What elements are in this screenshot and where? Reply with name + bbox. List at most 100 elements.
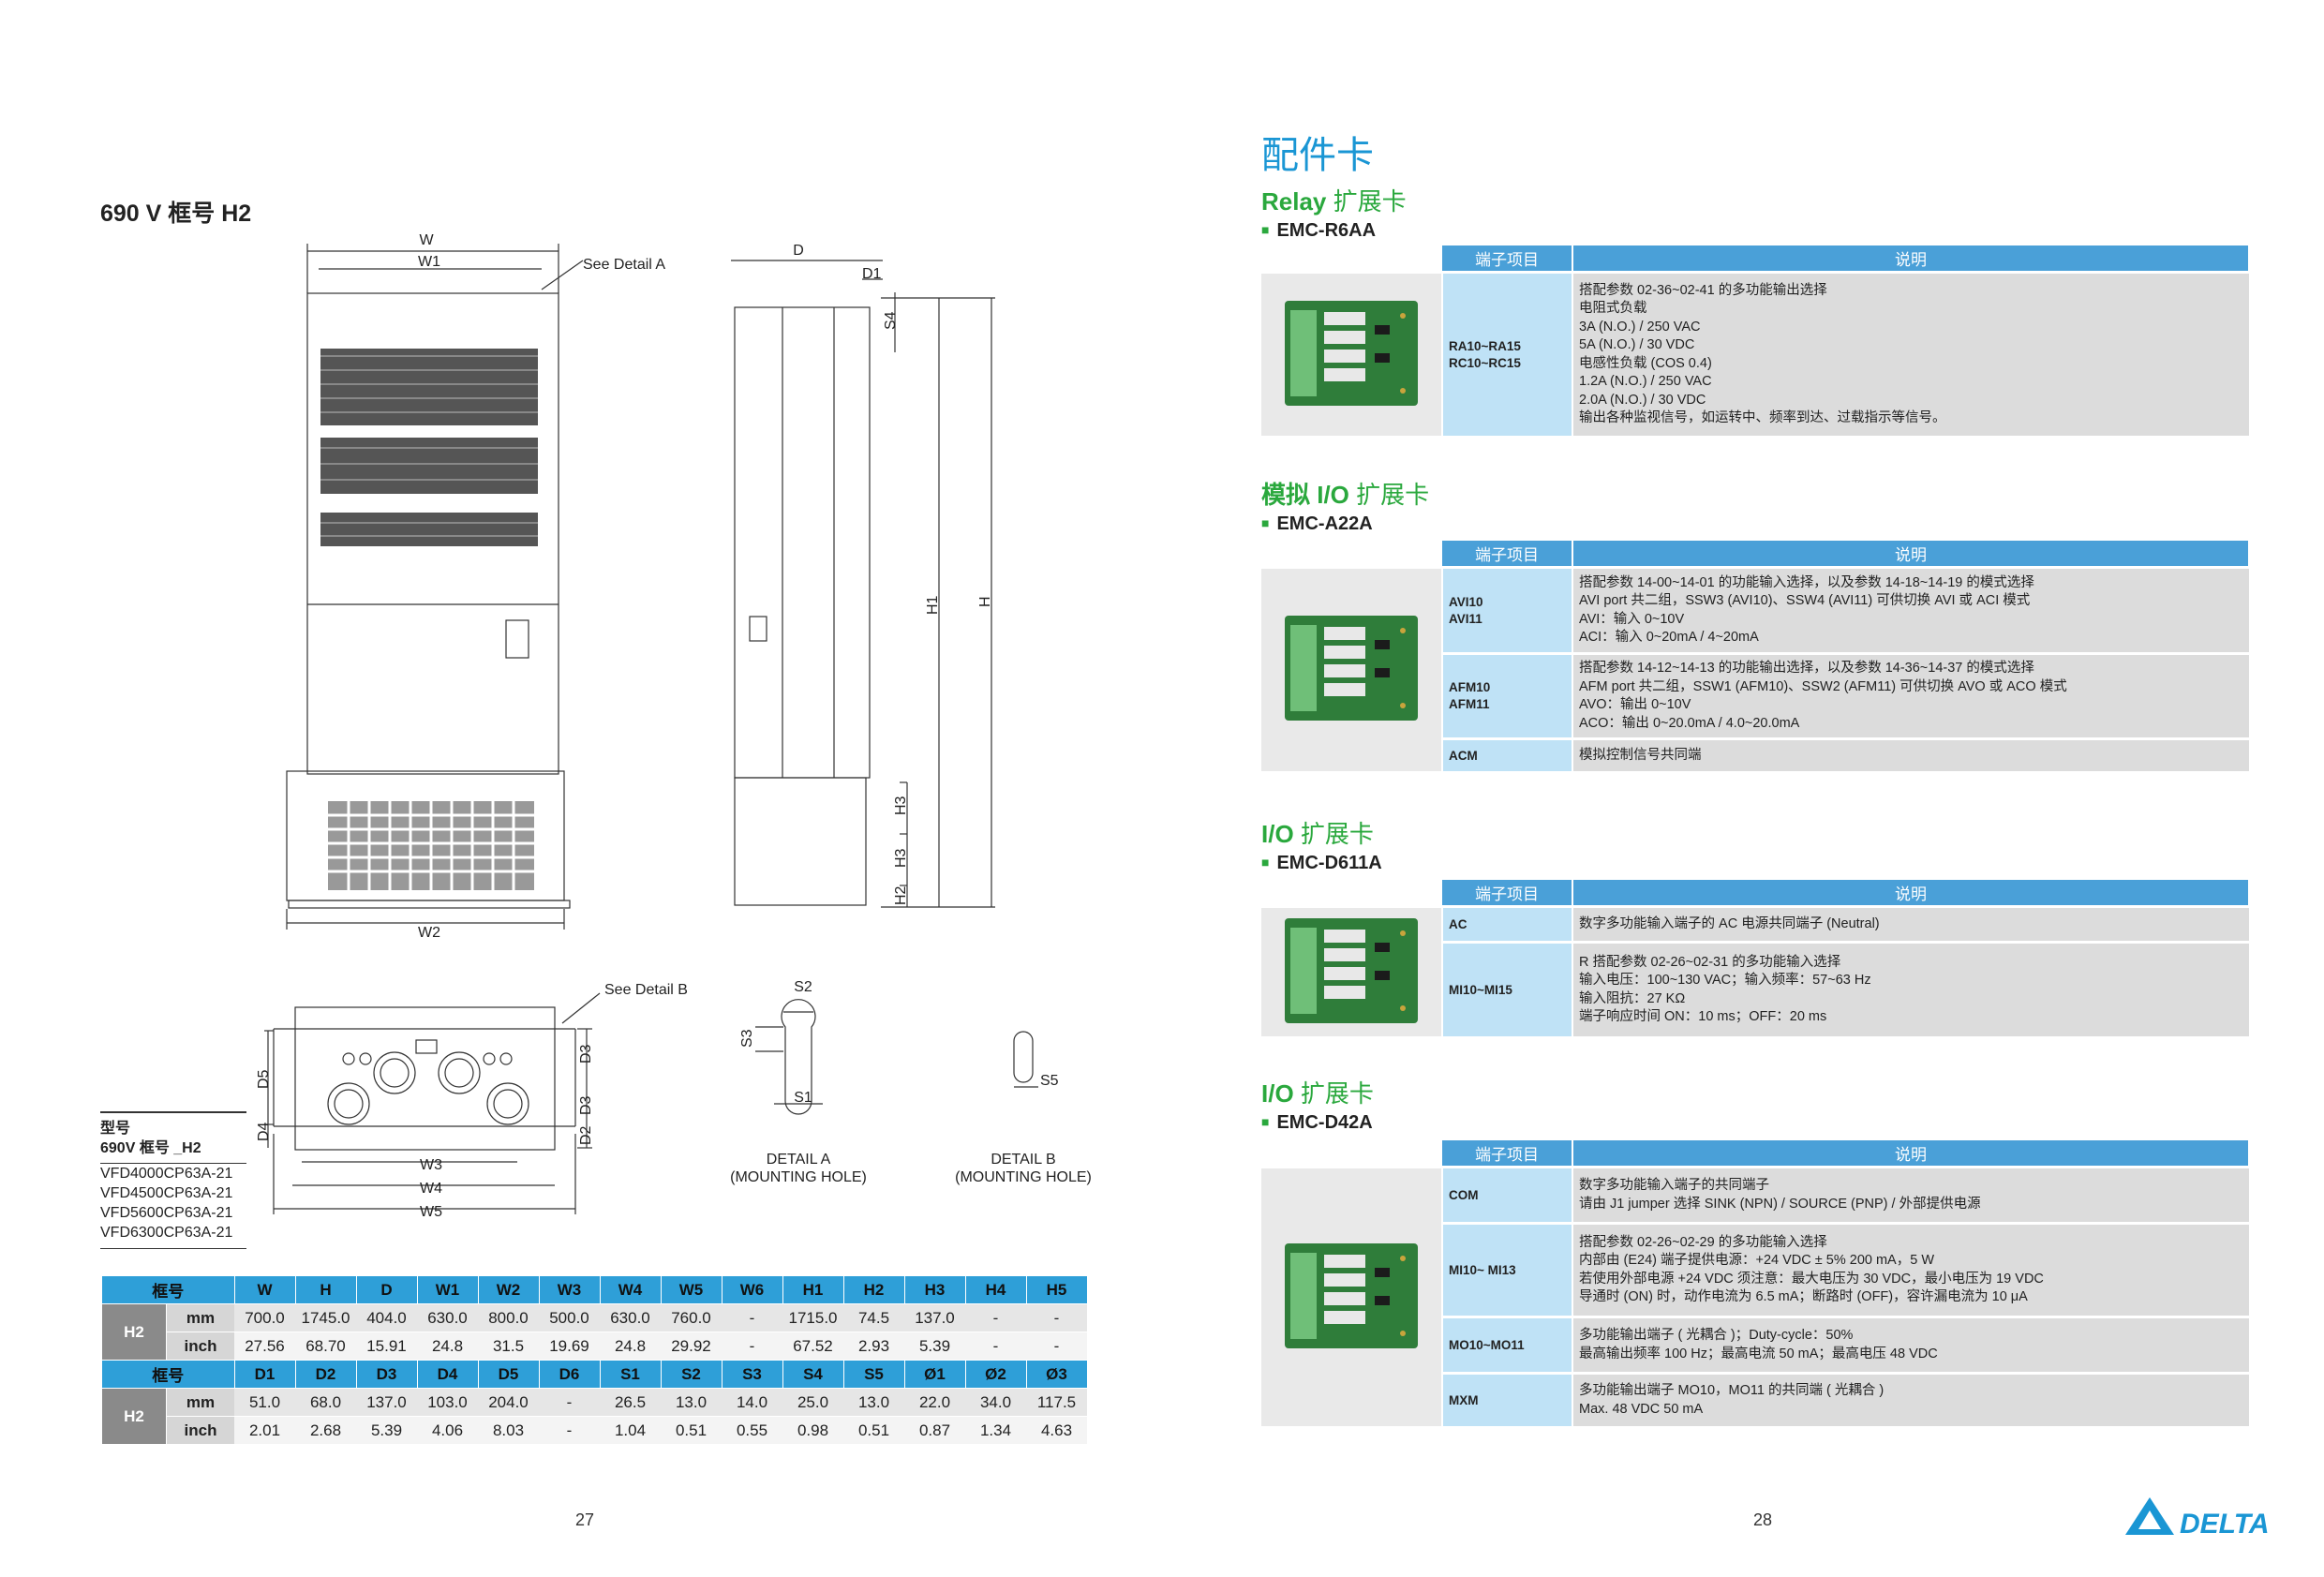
frame-title: 690 V 框号 H2	[100, 201, 252, 227]
terminal-name: MI10~MI15	[1442, 942, 1573, 1039]
label-W: W	[419, 232, 434, 248]
dim-value-cell: 19.69	[539, 1332, 600, 1361]
dim-value-cell: 1745.0	[295, 1303, 356, 1332]
section-title: I/O 扩展卡	[1261, 820, 1374, 848]
label-W3: W3	[420, 1157, 442, 1173]
terminal-description: 多功能输出端子 MO10，MO11 的共同端 ( 光耦合 )Max. 48 VD…	[1572, 1373, 2249, 1429]
dim-value-cell: -	[965, 1332, 1026, 1361]
dim-value-cell: 204.0	[478, 1388, 539, 1417]
dim-value-cell: 68.0	[295, 1388, 356, 1417]
dim-value-cell: 22.0	[904, 1388, 965, 1417]
terminal-description: 多功能输出端子 ( 光耦合 )；Duty-cycle：50%最高输出频率 100…	[1572, 1317, 2249, 1375]
dim-value-cell: 800.0	[478, 1303, 539, 1332]
column-header-term: 端子项目	[1442, 541, 1573, 569]
bullet-icon: ■	[1261, 515, 1270, 530]
delta-logo: DELTA	[2123, 1495, 2273, 1540]
dim-value-cell: 15.91	[356, 1332, 417, 1361]
dim-header-cell: S4	[782, 1360, 844, 1389]
dim-header-cell: W3	[539, 1276, 601, 1304]
terminal-description: 数字多功能输入端子的 AC 电源共同端子 (Neutral)	[1572, 906, 2249, 944]
label-S2: S2	[794, 979, 812, 995]
section-title: Relay 扩展卡	[1261, 187, 1407, 216]
pcb-board-icon	[1285, 300, 1418, 406]
label-H1: H1	[925, 595, 941, 615]
label-S3: S3	[739, 1029, 755, 1048]
unit-inch: inch	[166, 1416, 234, 1445]
column-header-desc: 说明	[1572, 880, 2250, 908]
label-see-detail-a: See Detail A	[583, 257, 665, 273]
pcb-board-icon	[1285, 917, 1418, 1023]
terminal-description: 模拟控制信号共同端	[1572, 738, 2249, 774]
dim-value-cell: 4.63	[1026, 1416, 1087, 1445]
side-view-body	[734, 306, 871, 779]
dim-header-cell: H4	[965, 1276, 1027, 1304]
bullet-icon: ■	[1261, 1114, 1270, 1129]
column-header-desc: 说明	[1572, 245, 2250, 274]
terminal-name: COM	[1442, 1167, 1573, 1225]
dim-value-cell: 14.0	[722, 1388, 782, 1417]
terminal-name: MI10~ MI13	[1442, 1223, 1573, 1318]
frame-header: 框号	[102, 1276, 235, 1304]
dim-header-cell: D3	[356, 1360, 418, 1389]
dim-value-cell: 630.0	[417, 1303, 478, 1332]
dim-value-cell: 34.0	[965, 1388, 1026, 1417]
dim-header-cell: H1	[782, 1276, 844, 1304]
dim-header-cell: W1	[417, 1276, 479, 1304]
dim-header-cell: D5	[478, 1360, 540, 1389]
dim-value-cell: 25.0	[782, 1388, 843, 1417]
dim-value-cell: 0.51	[843, 1416, 904, 1445]
label-W1: W1	[418, 254, 440, 270]
detail-a-title: DETAIL A	[767, 1152, 831, 1168]
terminal-name: MO10~MO11	[1442, 1317, 1573, 1375]
card-photo	[1261, 567, 1443, 774]
dim-header-cell: Ø3	[1026, 1360, 1088, 1389]
dim-header-cell: H2	[843, 1276, 905, 1304]
dim-header-cell: S5	[843, 1360, 905, 1389]
label-D: D	[793, 243, 804, 259]
label-H2: H2	[893, 885, 909, 905]
dim-header-cell: S2	[661, 1360, 723, 1389]
label-D2: D2	[578, 1125, 594, 1145]
unit-inch: inch	[166, 1332, 234, 1361]
dim-header-cell: H	[295, 1276, 357, 1304]
dim-header-cell: D6	[539, 1360, 601, 1389]
page-number-right: 28	[1753, 1510, 1773, 1529]
terminal-description: 搭配参数 14-00~14-01 的功能输入选择，以及参数 14-18~14-1…	[1572, 567, 2249, 655]
dimension-drawing: W W1 W2 See Detail A D D1 S4 H H1 H3 H3 …	[256, 232, 1092, 1220]
dim-value-cell: 137.0	[904, 1303, 965, 1332]
dim-value-cell: 0.51	[661, 1416, 722, 1445]
dim-value-cell: 1.04	[600, 1416, 661, 1445]
label-W5: W5	[420, 1204, 442, 1220]
dim-value-cell: 2.68	[295, 1416, 356, 1445]
dim-value-cell: 31.5	[478, 1332, 539, 1361]
dim-value-cell: 5.39	[356, 1416, 417, 1445]
detail-a-hole	[781, 999, 816, 1115]
dim-header-cell: W2	[478, 1276, 540, 1304]
model-item: VFD6300CP63A-21	[100, 1225, 233, 1241]
unit-mm: mm	[166, 1303, 234, 1332]
dim-value-cell: -	[539, 1388, 600, 1417]
label-D4: D4	[256, 1122, 272, 1141]
dim-value-cell: 27.56	[234, 1332, 295, 1361]
detail-b-title: DETAIL B	[991, 1152, 1055, 1168]
dim-header-cell: D	[356, 1276, 418, 1304]
detail-a-subtitle: (MOUNTING HOLE)	[730, 1169, 867, 1185]
dim-header-cell: D4	[417, 1360, 479, 1389]
column-header-desc: 说明	[1572, 1140, 2250, 1168]
dim-value-cell: 1715.0	[782, 1303, 843, 1332]
dim-value-cell: 74.5	[843, 1303, 904, 1332]
dim-value-cell: 8.03	[478, 1416, 539, 1445]
frame-cell: H2	[102, 1388, 167, 1445]
dim-header-cell: Ø1	[904, 1360, 966, 1389]
unit-mm: mm	[166, 1388, 234, 1417]
svg-text:DELTA: DELTA	[2180, 1509, 2270, 1537]
